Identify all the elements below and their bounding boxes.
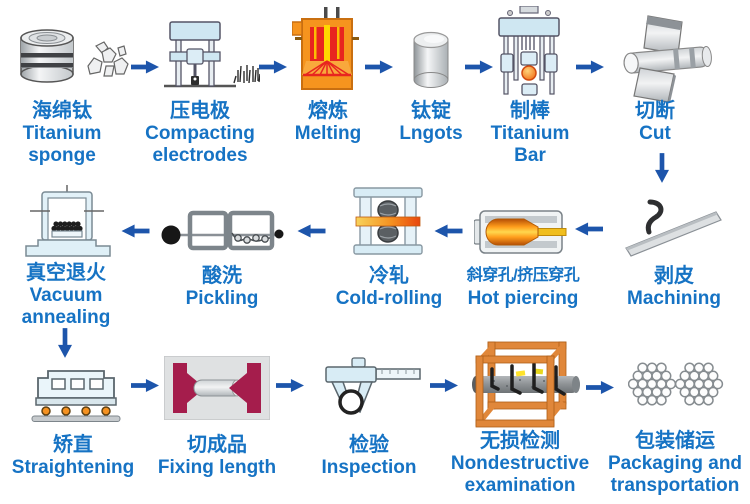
label-zh: 切断 (635, 100, 675, 122)
cut-blade-icon (623, 15, 712, 103)
vacuum-annealing-furnace-icon (25, 185, 111, 257)
step-label-inspection: 检验 Inspection (314, 433, 424, 479)
machining-peeler-icon (625, 199, 722, 257)
arrow-right-icon (276, 378, 304, 393)
label-zh: 钛锭 (411, 100, 451, 122)
label-zh: 酸洗 (202, 265, 242, 287)
step-label-packaging-transportation: 包装储运 Packaging and transportation (606, 429, 744, 497)
label-en: Hot piercing (467, 288, 579, 309)
hot-piercing-icon (474, 210, 567, 254)
pickling-tanks-icon (161, 210, 284, 251)
label-zh: 海绵钛 (32, 100, 92, 122)
label-zh: 剥皮 (654, 265, 694, 287)
step-label-machining: 剥皮 Machining (616, 264, 732, 310)
arrow-right-icon (430, 378, 458, 393)
arrow-right-icon (365, 60, 393, 74)
step-label-hot-piercing: 斜穿孔/挤压穿孔 Hot piercing (450, 264, 596, 310)
step-label-vacuum-annealing: 真空退火 Vacuum annealing (14, 261, 118, 329)
step-label-straightening: 矫直 Straightening (10, 433, 136, 479)
label-zh: 熔炼 (308, 100, 348, 122)
arrow-left-icon (121, 224, 150, 238)
step-label-titanium-sponge: 海绵钛 Titanium sponge (0, 99, 124, 167)
label-zh: 检验 (349, 434, 389, 456)
arrow-right-icon (465, 60, 493, 74)
label-en: Titanium sponge (22, 123, 102, 166)
label-en: Cut (639, 123, 671, 144)
label-en: Compacting electrodes (145, 123, 255, 166)
melting-furnace-icon (292, 7, 359, 90)
label-en: Pickling (185, 288, 259, 309)
step-label-ingots: 钛锭 Lngots (376, 99, 486, 145)
arrow-right-icon (259, 60, 287, 74)
compacting-electrodes-icon (164, 21, 260, 88)
label-en: Melting (294, 123, 362, 144)
step-label-fixing-length: 切成品 Fixing length (156, 433, 278, 479)
label-zh: 压电极 (170, 100, 230, 122)
label-en: Fixing length (157, 457, 277, 478)
nondestructive-cage-icon (472, 341, 580, 428)
fixing-length-cutter-icon (164, 356, 270, 420)
arrow-left-icon (575, 222, 603, 236)
label-zh: 斜穿孔/挤压穿孔 (466, 267, 580, 284)
step-label-nondestructive-examination: 无损检测 Nondestructive examination (448, 429, 592, 497)
arrow-right-icon (131, 378, 159, 393)
step-label-cold-rolling: 冷轧 Cold-rolling (326, 264, 452, 310)
arrow-left-icon (297, 224, 326, 238)
arrow-down-icon (655, 153, 669, 183)
label-en: Straightening (11, 457, 135, 478)
step-label-titanium-bar: 制棒 Titanium Bar (478, 99, 582, 167)
label-zh: 真空退火 (26, 262, 106, 284)
arrow-right-icon (131, 60, 159, 74)
label-en: Nondestructive examination (450, 453, 590, 496)
label-en: Vacuum annealing (21, 285, 111, 328)
label-zh: 矫直 (53, 434, 93, 456)
arrow-right-icon (586, 380, 614, 395)
label-en: Lngots (399, 123, 463, 144)
titanium-bar-machine-icon (498, 6, 560, 96)
label-zh: 无损检测 (480, 430, 560, 452)
arrow-right-icon (576, 60, 604, 74)
label-zh: 切成品 (187, 434, 247, 456)
arrow-down-icon (58, 328, 72, 358)
label-en: Titanium Bar (490, 123, 570, 166)
titanium-ingot-icon (413, 31, 449, 88)
label-en: Machining (627, 288, 721, 309)
step-label-compacting-electrodes: 压电极 Compacting electrodes (134, 99, 266, 167)
step-label-cut: 切断 Cut (608, 99, 702, 145)
label-zh: 包装储运 (635, 430, 715, 452)
arrow-left-icon (434, 224, 463, 238)
label-en: Cold-rolling (335, 288, 443, 309)
label-zh: 冷轧 (369, 265, 409, 287)
straightening-machine-icon (31, 370, 121, 422)
inspection-caliper-icon (325, 357, 421, 415)
label-en: Inspection (321, 457, 417, 478)
cold-rolling-mill-icon (353, 187, 423, 255)
label-en: Packaging and transportation (607, 453, 743, 496)
label-zh: 制棒 (510, 100, 550, 122)
step-label-melting: 熔炼 Melting (270, 99, 386, 145)
packaging-tube-bundles-icon (628, 362, 724, 406)
titanium-sponge-icon (20, 29, 129, 83)
step-label-pickling: 酸洗 Pickling (166, 264, 278, 310)
